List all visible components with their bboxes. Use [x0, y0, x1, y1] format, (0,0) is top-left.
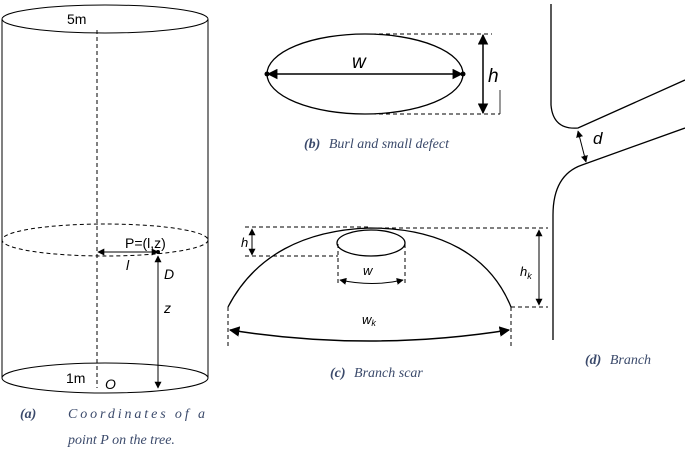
- label-z: z: [163, 300, 171, 316]
- label-point-p: P=(l,z): [125, 235, 166, 251]
- caption-d: (d) Branch: [585, 353, 651, 368]
- label-burl-w: w: [352, 52, 367, 73]
- trunk-upper-contour: [550, 4, 685, 129]
- label-scar-hk-main: h: [520, 264, 527, 279]
- panel-c-scar: [227, 226, 548, 348]
- label-d: D: [164, 266, 174, 282]
- label-l: l: [126, 257, 130, 273]
- panel-a-cylinder: [1, 4, 209, 394]
- caption-b-text: Burl and small defect: [329, 137, 450, 152]
- label-scar-wk-main: w: [362, 312, 373, 327]
- trunk-lower-contour: [552, 127, 685, 340]
- cylinder-top-ellipse: [1, 4, 209, 34]
- label-scar-wk: wk: [362, 312, 376, 328]
- caption-a-text1: Coordinates of a: [68, 407, 205, 422]
- cylinder-middle-ellipse: [1, 223, 209, 257]
- caption-b: (b) Burl and small defect: [304, 137, 450, 152]
- scar-w-arrow: [339, 277, 404, 285]
- label-1m: 1m: [66, 370, 85, 386]
- caption-a-line2: point P on the tree.: [67, 433, 175, 448]
- branch-d-arrow: [576, 130, 588, 163]
- label-scar-hk: hk: [520, 264, 532, 281]
- caption-b-tag: (b): [304, 137, 320, 152]
- label-scar-w: w: [363, 263, 374, 278]
- label-origin: O: [105, 376, 116, 392]
- caption-c-text: Branch scar: [354, 366, 423, 381]
- label-scar-hk-sub: k: [527, 271, 532, 281]
- label-5m: 5m: [67, 11, 86, 27]
- scar-inner-ellipse: [336, 229, 406, 257]
- label-scar-wk-sub: k: [371, 318, 376, 328]
- caption-a-tag: (a): [20, 407, 36, 422]
- label-scar-h: h: [241, 235, 248, 250]
- caption-c-tag: (c): [330, 366, 346, 381]
- label-branch-d: d: [593, 129, 603, 148]
- label-burl-h: h: [488, 66, 499, 87]
- point-p: [156, 250, 160, 254]
- scar-arc: [227, 227, 512, 308]
- panel-d-branch: [550, 4, 685, 340]
- caption-c: (c) Branch scar: [330, 366, 423, 381]
- caption-a-line1: (a) Coordinates of a: [20, 407, 205, 422]
- cylinder-bottom-ellipse: [1, 362, 209, 394]
- burl-right-dot: [460, 71, 466, 77]
- scar-wk-arrow: [228, 326, 511, 342]
- caption-d-text: Branch: [610, 353, 651, 368]
- caption-d-tag: (d): [585, 353, 601, 368]
- burl-left-dot: [264, 71, 270, 77]
